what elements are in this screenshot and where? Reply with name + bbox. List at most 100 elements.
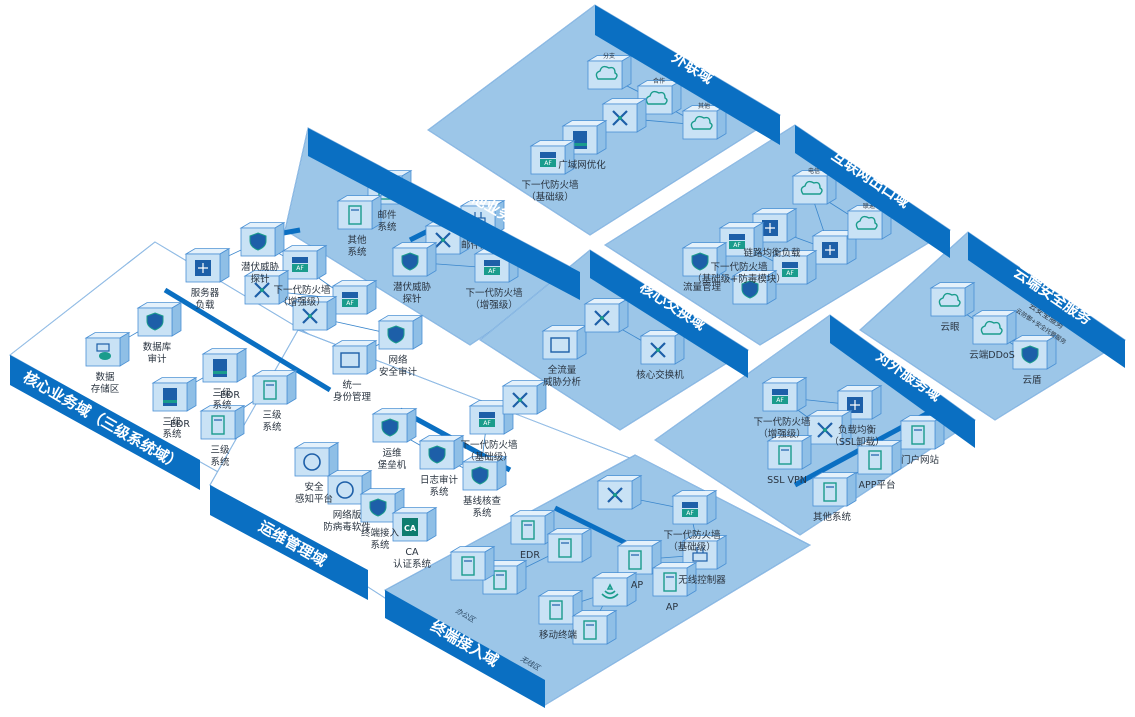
switch-icon [302,308,318,324]
load-balancer-icon [822,242,838,258]
device-external-5[interactable]: AF [529,139,576,175]
svg-text:CA: CA [404,524,417,533]
device-label: 下一代防火墙（基础级+防毒模块） [692,261,785,285]
device-core_switch-0[interactable] [541,324,588,360]
device-cloud_security-0[interactable] [929,281,976,317]
device-public_service-5[interactable] [856,439,903,475]
device-internet_egress-5[interactable]: AF [771,249,818,285]
device-core_switch-2[interactable] [639,329,686,365]
device-core_business-13[interactable] [199,404,246,440]
device-ops_management-6[interactable] [461,455,508,491]
device-front [767,440,803,470]
device-label: 门户网站 [901,454,940,466]
device-other_business-4[interactable] [391,241,438,277]
vm-server-icon [163,388,177,406]
device-core_business-4[interactable] [243,269,290,305]
device-side [406,407,417,443]
device-side [1046,334,1057,370]
device-front [617,545,653,575]
firewall-af-icon: AF [682,502,698,517]
bastion-icon [381,418,399,437]
device-external-0[interactable]: 分支 [586,52,633,90]
device-other_business-1[interactable] [336,194,383,230]
svg-text:AF: AF [346,300,354,307]
device-core_business-8[interactable] [136,301,183,337]
device-label: 潜伏威胁探针 [393,281,432,305]
device-terminal_access-4[interactable] [651,561,698,597]
device-side [236,347,247,383]
device-public_service-3[interactable] [766,434,813,470]
device-terminal_access-5[interactable] [509,509,556,545]
device-public_service-6[interactable] [811,471,858,507]
device-public_service-1[interactable]: AF [761,376,808,412]
device-cloud_security-1[interactable] [971,309,1018,345]
server-icon [348,205,362,225]
device-core_business-5[interactable] [291,295,338,331]
device-ops_management-0[interactable] [293,441,340,477]
svg-text:AF: AF [483,420,491,427]
device-label: 链路均衡负载 [743,247,801,259]
device-ops_management-5[interactable] [418,434,465,470]
firewall-af-icon: AF [342,292,358,307]
device-core_business-6[interactable] [377,314,424,350]
device-terminal_access-8[interactable] [449,545,496,581]
device-side [1006,309,1017,345]
banner-bar [968,232,1125,368]
device-core_business-0[interactable] [184,247,231,283]
device-terminal_access-11[interactable] [571,609,618,645]
device-ops_management-8[interactable] [501,379,548,415]
device-core_switch-1[interactable] [583,297,630,333]
device-side [871,384,882,420]
device-core_business-11[interactable] [151,376,198,412]
device-internet_egress-6[interactable] [681,241,728,277]
sip-icon [303,453,321,471]
device-core_business-12[interactable] [251,369,298,405]
wan-optimizer-icon [573,131,587,149]
device-public_service-4[interactable] [899,414,946,450]
device-label: 邮件系统 [377,209,397,233]
device-label: 数据库审计 [143,341,172,365]
device-side [618,297,629,333]
edr-badge-label: EDR [170,419,190,430]
device-terminal_access-6[interactable] [546,527,593,563]
svg-text:AF: AF [786,270,794,277]
firewall-af-icon: AF [479,412,495,427]
device-side [316,244,327,280]
device-terminal_access-1[interactable]: AF [671,489,718,525]
device-label: 三级系统 [262,409,282,433]
device-core_business-10[interactable] [201,347,248,383]
sta-shield-icon [401,252,419,271]
monitor-icon [493,570,507,590]
device-core_business-2[interactable]: AF [281,244,328,280]
device-core_business-9[interactable] [84,331,131,367]
device-label: 广域网优化 [558,159,606,171]
device-label: AP [631,580,643,591]
device-terminal_access-0[interactable] [596,474,643,510]
device-side [366,279,377,315]
device-internet_egress-7[interactable] [731,269,778,305]
device-side [786,207,797,243]
ac-shield-icon [387,325,405,344]
device-external-3[interactable] [601,97,648,133]
device-core_business-1[interactable] [239,221,286,257]
switch-icon [594,310,610,326]
device-core_business-7[interactable] [331,339,378,375]
cloud-icon [690,115,713,130]
device-core_business-3[interactable]: AF [331,279,378,315]
device-label: AP [666,602,678,613]
device-front [538,595,574,625]
server-icon [263,380,277,400]
device-internet_egress-4[interactable]: AF [718,221,765,257]
device-cloud_security-2[interactable] [1011,334,1058,370]
device-public_service-2[interactable] [806,409,853,445]
device-label: 日志审计系统 [420,474,459,498]
device-ops_management-4[interactable] [371,407,418,443]
device-label: 网络版防病毒软件 [323,509,371,533]
phone-icon [549,600,563,620]
device-ops_management-3[interactable]: CA [391,506,438,542]
banner-bar [308,128,580,300]
device-external-4[interactable] [561,119,608,155]
switch-icon [607,487,623,503]
device-ops_management-7[interactable]: AF [468,399,515,435]
device-terminal_access-10[interactable] [591,571,638,607]
